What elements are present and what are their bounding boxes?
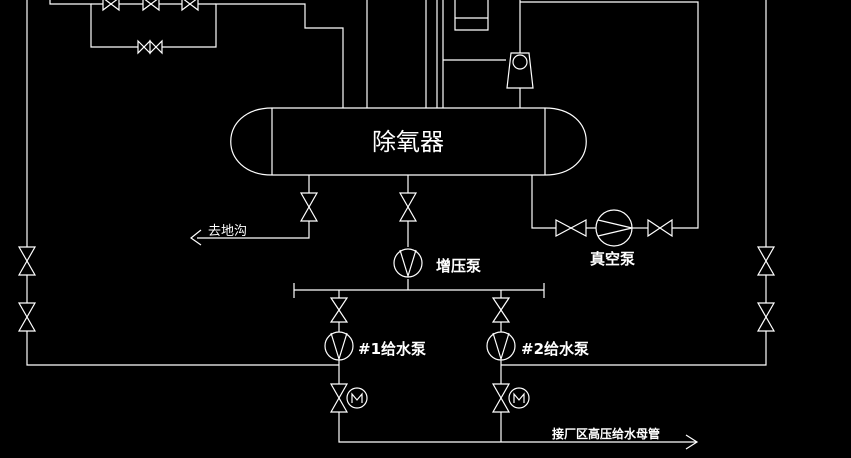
valve-icon bbox=[756, 246, 776, 276]
ejector-icon bbox=[506, 0, 699, 229]
right-recirc-line bbox=[501, 0, 767, 366]
pump-icon bbox=[393, 248, 423, 279]
deaerator-label: 除氧器 bbox=[372, 128, 444, 156]
drain-line bbox=[189, 175, 319, 246]
suction-header bbox=[293, 283, 545, 298]
booster-pump-label: 增压泵 bbox=[436, 257, 481, 275]
valve-icon bbox=[17, 302, 37, 332]
valve-icon bbox=[137, 39, 163, 55]
motor-icon bbox=[508, 387, 530, 409]
vacuum-pump-label: 真空泵 bbox=[590, 250, 635, 268]
pump-icon bbox=[595, 209, 633, 247]
vacuum-pump-line bbox=[531, 175, 648, 229]
valve-icon bbox=[17, 246, 37, 276]
drain-label: 去地沟 bbox=[208, 224, 247, 239]
valve-icon bbox=[142, 0, 160, 12]
valve-icon bbox=[756, 302, 776, 332]
valve-icon bbox=[555, 219, 587, 237]
pump-icon bbox=[486, 331, 516, 362]
header-label: 接厂区高压给水母管 bbox=[552, 426, 660, 441]
deaerator-vessel bbox=[230, 107, 587, 176]
left-recirc-line bbox=[26, 0, 339, 366]
valve-icon bbox=[491, 297, 511, 323]
valve-icon bbox=[329, 297, 349, 323]
top-pipes bbox=[366, 0, 506, 108]
feed-pump-1-line bbox=[338, 290, 696, 443]
feed-pump-1-label: #1给水泵 bbox=[358, 340, 426, 358]
valve-icon bbox=[491, 383, 511, 413]
top-left-valve-manifold bbox=[49, 0, 344, 108]
feed-pump-2-label: #2给水泵 bbox=[521, 340, 589, 358]
arrow-icon bbox=[685, 434, 699, 450]
valve-icon bbox=[102, 0, 120, 12]
valve-icon bbox=[181, 0, 199, 12]
valve-icon bbox=[329, 383, 349, 413]
valve-icon bbox=[647, 218, 673, 238]
motor-icon bbox=[346, 387, 368, 409]
valve-icon bbox=[398, 192, 418, 222]
pump-icon bbox=[324, 331, 354, 362]
